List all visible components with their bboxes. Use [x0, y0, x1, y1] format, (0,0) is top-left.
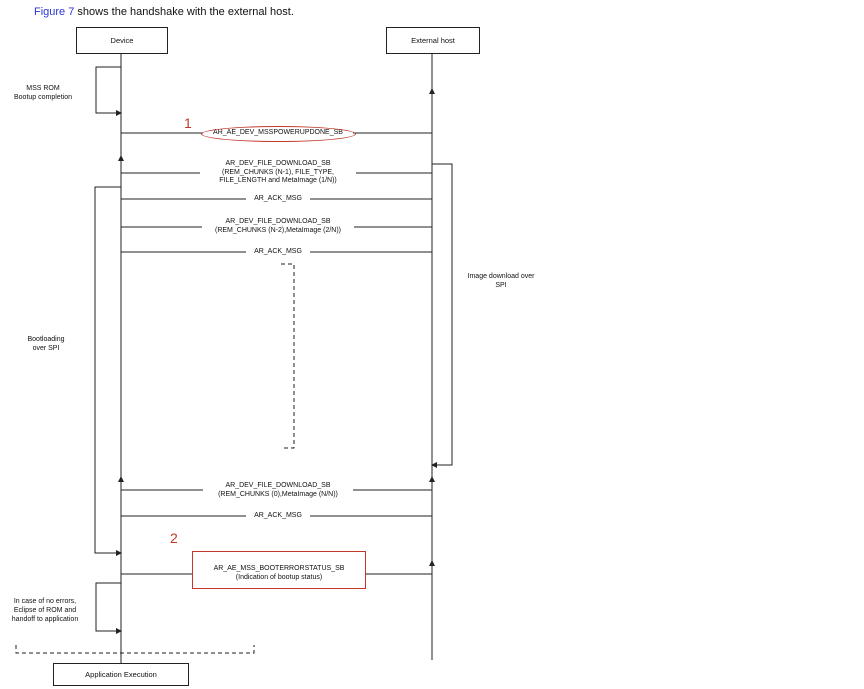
host-tick-2	[429, 476, 435, 482]
note-bootloading: Bootloading over SPI	[27, 336, 65, 352]
image-download-loop	[431, 163, 453, 468]
note-no-errors: In case of no errors, Eclipse of ROM and…	[11, 598, 79, 623]
highlight-oval-1	[201, 126, 356, 142]
separator-dashed	[15, 645, 255, 654]
message-3: AR_ACK_MSG	[246, 195, 310, 204]
device-box: Device	[76, 27, 168, 54]
annotation-1: 1	[184, 115, 192, 131]
message-4: AR_DEV_FILE_DOWNLOAD_SB (REM_CHUNKS (N-2…	[202, 218, 354, 235]
caption-text: shows the handshake with the external ho…	[74, 6, 294, 18]
host-tick-1	[429, 88, 435, 94]
figure-link[interactable]: Figure 7	[34, 6, 75, 18]
rom-self-loop	[95, 66, 122, 116]
note-mss-rom: MSS ROM Bootup completion	[14, 85, 72, 101]
repeat-dashed	[281, 263, 295, 449]
message-5: AR_ACK_MSG	[246, 248, 310, 257]
message-7: AR_ACK_MSG	[246, 512, 310, 521]
application-execution-box: Application Execution	[53, 663, 189, 686]
host-tick-3	[429, 560, 435, 566]
device-tick-1	[118, 155, 124, 161]
message-8: AR_AE_MSS_BOOTERRORSTATUS_SB (Indication…	[196, 565, 362, 582]
external-host-box: External host	[386, 27, 480, 54]
bootloading-loop	[94, 186, 122, 556]
message-2: AR_DEV_FILE_DOWNLOAD_SB (REM_CHUNKS (N-1…	[200, 160, 356, 186]
annotation-2: 2	[170, 530, 178, 546]
note-image-download: Image download over SPI	[467, 273, 535, 289]
device-tick-2	[118, 476, 124, 482]
message-6: AR_DEV_FILE_DOWNLOAD_SB (REM_CHUNKS (0),…	[203, 482, 353, 499]
figure-caption: Figure 7 shows the handshake with the ex…	[34, 6, 294, 18]
handoff-loop	[95, 582, 122, 634]
